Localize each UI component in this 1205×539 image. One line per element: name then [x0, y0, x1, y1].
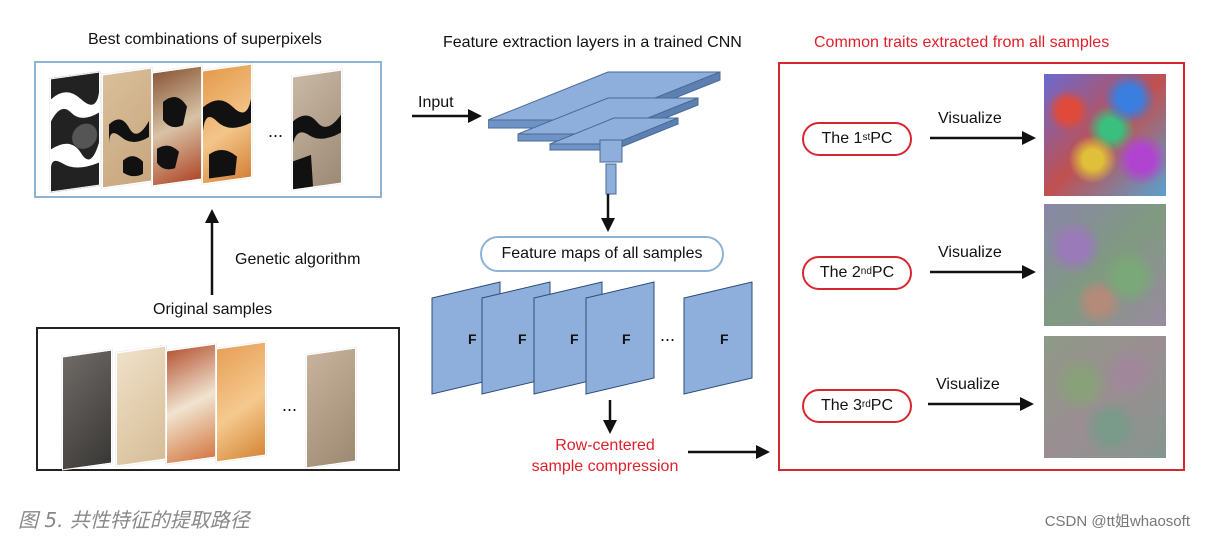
sample-card-4 — [216, 341, 266, 463]
feature-map-letter: F — [720, 331, 729, 347]
mask-pattern-icon — [51, 92, 99, 172]
feature-map-letter: F — [622, 331, 631, 347]
pc1-sup: st — [862, 131, 871, 143]
pc3-visualize-label: Visualize — [936, 376, 1000, 393]
pc1-prefix: The 1 — [821, 130, 863, 147]
pc3-prefix: The 3 — [820, 397, 862, 414]
pc3-visualization — [1044, 336, 1166, 458]
up-arrow-icon — [205, 209, 219, 295]
feature-map-letter: F — [570, 331, 579, 347]
pc3-arrow-icon — [928, 397, 1034, 411]
credit-watermark: CSDN @tt姐whaosoft — [1044, 513, 1190, 530]
pc2-prefix: The 2 — [819, 264, 861, 281]
original-samples-label: Original samples — [153, 301, 273, 318]
input-label: Input — [418, 94, 454, 111]
feature-map-letter: F — [518, 331, 527, 347]
common-traits-title: Common traits extracted from all samples — [814, 34, 1110, 51]
pc1-visualize-label: Visualize — [938, 110, 1002, 127]
compression-label-line1: Row-centered — [555, 437, 655, 454]
superpixel-card-2 — [102, 67, 152, 189]
mask-pattern-icon — [293, 114, 341, 190]
superpixels-box: ... — [34, 61, 382, 198]
superpixel-card-5 — [292, 69, 342, 191]
feature-maps-pill: Feature maps of all samples — [480, 236, 724, 272]
pc1-suffix: PC — [870, 130, 893, 147]
pc1-arrow-icon — [930, 131, 1036, 145]
sample-card-1 — [62, 349, 112, 471]
feature-map-4 — [585, 281, 655, 395]
mask-pattern-icon — [203, 98, 251, 179]
sample-card-5 — [306, 347, 356, 469]
pc2-visualization — [1044, 204, 1166, 326]
down-arrow-icon — [601, 194, 615, 232]
pc2-visualize-label: Visualize — [938, 244, 1002, 261]
feature-map-ellipsis: ... — [660, 325, 676, 345]
superpixels-title: Best combinations of superpixels — [88, 31, 322, 48]
pc2-arrow-icon — [930, 265, 1036, 279]
pc2-sup: nd — [860, 265, 872, 277]
superpixel-card-4 — [202, 63, 252, 185]
sample-card-2 — [116, 345, 166, 467]
sample-card-3 — [166, 343, 216, 465]
feature-map-5 — [683, 281, 753, 395]
figure-caption: 图 5. 共性特征的提取路径 — [18, 508, 250, 532]
down-arrow-icon — [603, 400, 617, 434]
superpixel-ellipsis: ... — [268, 121, 284, 141]
feature-maps-icon — [431, 281, 753, 395]
pc3-sup: rd — [861, 398, 871, 410]
genetic-algorithm-label: Genetic algorithm — [235, 251, 361, 268]
pc2-suffix: PC — [871, 264, 895, 281]
pc3-suffix: PC — [870, 397, 894, 414]
input-arrow-icon — [412, 109, 482, 123]
superpixel-card-3 — [152, 65, 202, 187]
right-arrow-icon — [688, 445, 770, 459]
pc1-visualization — [1044, 74, 1166, 196]
sample-ellipsis: ... — [282, 395, 298, 415]
feature-map-letter: F — [468, 331, 477, 347]
mask-pattern-icon — [109, 119, 149, 177]
cnn-title: Feature extraction layers in a trained C… — [443, 34, 742, 51]
compression-label-line2: sample compression — [531, 458, 679, 475]
superpixel-card-1 — [50, 71, 100, 193]
mask-pattern-icon — [157, 97, 187, 170]
original-samples-box: ... — [36, 327, 400, 471]
cnn-layers-icon — [488, 71, 721, 195]
